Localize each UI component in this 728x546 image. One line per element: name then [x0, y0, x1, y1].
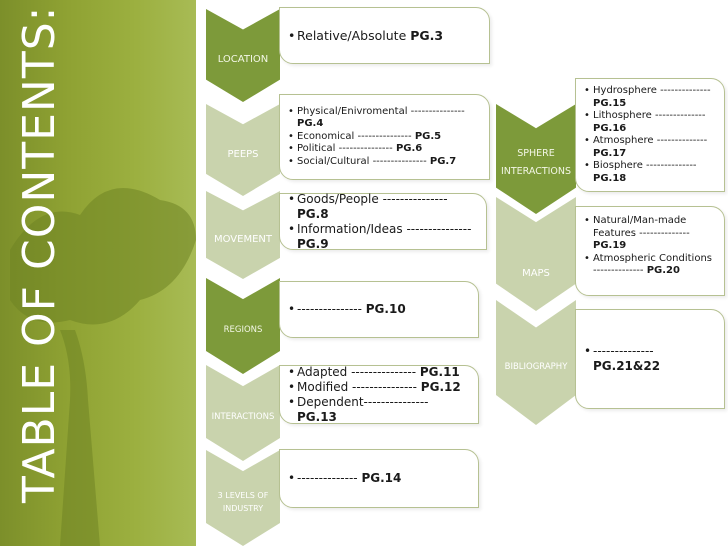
- chevron-label: LOCATION: [217, 54, 269, 65]
- toc-entry: Lithosphere -------------- PG.16: [584, 110, 718, 135]
- content-box-sphere-interactions: Hydrosphere -------------- PG.15 Lithosp…: [575, 78, 725, 192]
- toc-entry: -------------- PG.21&22: [584, 344, 718, 374]
- content-box-movement: Goods/People --------------- PG.8 Inform…: [279, 192, 487, 252]
- toc-entry: Natural/Man-made Features --------------…: [584, 215, 718, 253]
- page-title: TABLE OF CONTENTS:: [14, 5, 65, 503]
- tree-silhouette-icon: [10, 188, 196, 546]
- toc-entry: Biosphere -------------- PG.18: [584, 160, 718, 185]
- chevron-label: INTERACTIONS: [211, 412, 275, 422]
- toc-entry: -------------- PG.14: [288, 471, 472, 486]
- chevron-location: LOCATION: [206, 9, 280, 102]
- toc-entry: Physical/Enivromental --------------- PG…: [288, 106, 483, 131]
- content-box-levels-of-industry: -------------- PG.14: [279, 449, 479, 508]
- content-box-location: Relative/Absolute PG.3: [279, 7, 490, 64]
- chevron-movement: MOVEMENT: [206, 191, 280, 279]
- chevron-label: BIBLIOGRAPHY: [504, 361, 568, 372]
- toc-entry: Economical --------------- PG.5: [288, 131, 483, 144]
- chevron-maps: MAPS: [496, 197, 576, 311]
- content-box-maps: Natural/Man-made Features --------------…: [575, 206, 725, 296]
- toc-entry: Information/Ideas --------------- PG.9: [288, 222, 480, 252]
- toc-entry: Dependent--------------- PG.13: [288, 395, 472, 425]
- chevron-label: SPHERE: [517, 148, 555, 159]
- toc-entry: Goods/People --------------- PG.8: [288, 192, 480, 222]
- chevron-sphere-interactions: SPHERE INTERACTIONS: [496, 104, 576, 214]
- toc-entry: Hydrosphere -------------- PG.15: [584, 85, 718, 110]
- chevron-levels-of-industry: 3 LEVELS OF INDUSTRY: [206, 450, 280, 546]
- chevron-label: REGIONS: [223, 325, 263, 335]
- toc-entry: Political --------------- PG.6: [288, 143, 483, 156]
- sidebar-panel: TABLE OF CONTENTS:: [0, 0, 196, 546]
- content-box-interactions: Adapted --------------- PG.11 Modified -…: [279, 365, 479, 424]
- chevron-label: MAPS: [522, 267, 550, 279]
- toc-entry: Social/Cultural --------------- PG.7: [288, 156, 483, 169]
- toc-entry: --------------- PG.10: [288, 302, 472, 317]
- toc-entry: Modified --------------- PG.12: [288, 380, 472, 395]
- chevron-label: INDUSTRY: [222, 504, 264, 513]
- content-box-bibliography: -------------- PG.21&22: [575, 309, 725, 409]
- chevron-label: PEEPS: [227, 148, 259, 160]
- chevron-peeps: PEEPS: [206, 104, 280, 196]
- toc-entry: Atmosphere -------------- PG.17: [584, 135, 718, 160]
- chevron-label: MOVEMENT: [213, 233, 273, 245]
- chevron-interactions: INTERACTIONS: [206, 365, 280, 461]
- toc-entry: Relative/Absolute PG.3: [288, 28, 483, 45]
- chevron-bibliography: BIBLIOGRAPHY: [496, 300, 576, 425]
- toc-entry: Adapted --------------- PG.11: [288, 365, 472, 380]
- content-box-peeps: Physical/Enivromental --------------- PG…: [279, 94, 490, 180]
- content-box-regions: --------------- PG.10: [279, 281, 479, 338]
- chevron-label: INTERACTIONS: [500, 166, 572, 177]
- chevron-regions: REGIONS: [206, 278, 280, 374]
- chevron-label: 3 LEVELS OF: [217, 491, 269, 500]
- toc-entry: Atmospheric Conditions -------------- PG…: [584, 253, 718, 278]
